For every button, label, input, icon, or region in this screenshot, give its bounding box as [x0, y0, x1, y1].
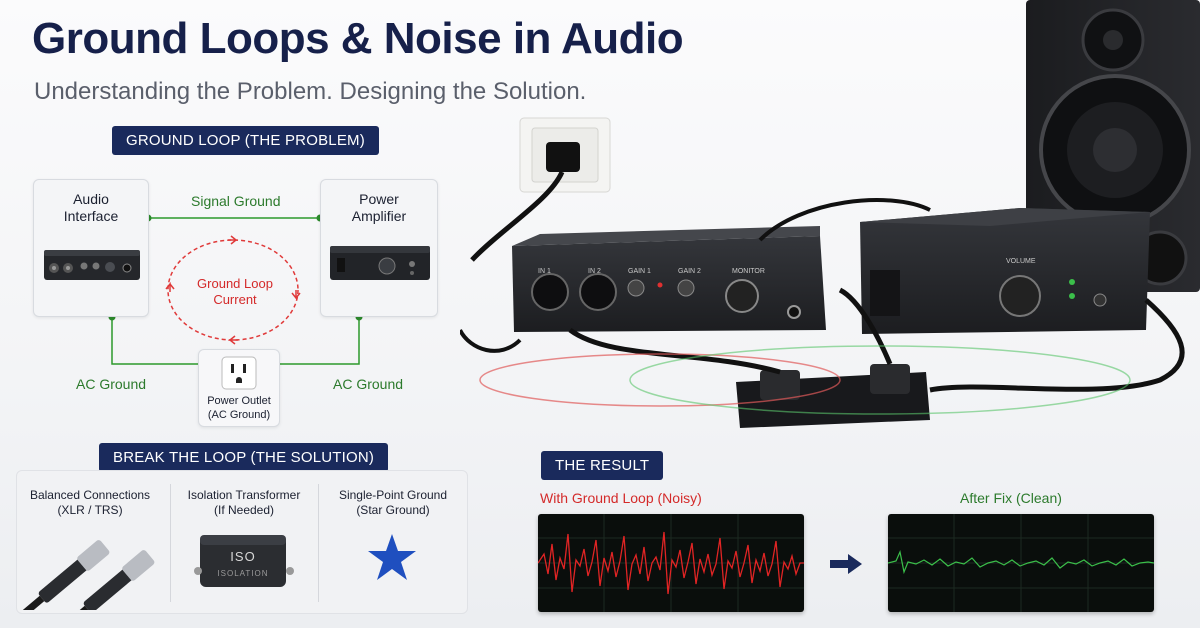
ac-ground-left-label: AC Ground — [76, 376, 147, 392]
isolation-device-subtext: ISOLATION — [217, 569, 269, 578]
arrow-right-icon — [830, 554, 862, 574]
result-heading: THE RESULT — [541, 451, 664, 480]
noisy-label: With Ground Loop (Noisy) — [540, 490, 702, 506]
photo-volume-label: VOLUME — [1006, 258, 1036, 265]
photo-in2-label: IN 2 — [588, 268, 601, 275]
ground-loop-current-label: Ground Loop Current — [197, 276, 273, 307]
power-outlet-label: Power Outlet (AC Ground) — [207, 395, 271, 421]
equipment-scene — [460, 0, 1200, 428]
power-amplifier-box: Power Amplifier — [320, 179, 438, 317]
solution-item-star-label: Single-Point Ground (Star Ground) — [338, 488, 448, 517]
problem-heading: GROUND LOOP (THE PROBLEM) — [112, 126, 379, 155]
audio-interface-box: Audio Interface — [33, 179, 149, 317]
isolation-device-text: ISO — [230, 549, 256, 564]
power-outlet-icon — [221, 356, 257, 390]
star-icon — [368, 534, 416, 580]
solution-item-transformer-label: Isolation Transformer (If Needed) — [187, 488, 301, 517]
clean-waveform — [888, 514, 1154, 612]
page-subtitle: Understanding the Problem. Designing the… — [34, 78, 587, 105]
photo-gain2-label: GAIN 2 — [678, 268, 701, 275]
clean-scope — [888, 514, 1154, 612]
page-title: Ground Loops & Noise in Audio — [32, 14, 684, 63]
clean-label: After Fix (Clean) — [960, 490, 1062, 506]
solution-heading: BREAK THE LOOP (THE SOLUTION) — [99, 443, 389, 472]
solution-divider — [170, 484, 171, 602]
ac-ground-right-label: AC Ground — [333, 376, 404, 392]
solution-divider — [318, 484, 319, 602]
power-amplifier-icon — [330, 246, 430, 280]
audio-interface-label: Audio Interface — [63, 191, 119, 224]
noisy-waveform — [538, 514, 804, 612]
noisy-scope — [538, 514, 804, 612]
power-outlet-box: Power Outlet (AC Ground) — [198, 349, 280, 427]
audio-interface-icon — [44, 250, 140, 280]
photo-in1-label: IN 1 — [538, 268, 551, 275]
power-amplifier-label: Power Amplifier — [351, 191, 407, 224]
photo-monitor-label: MONITOR — [732, 268, 765, 275]
xlr-cable-icon — [22, 540, 155, 610]
signal-ground-label: Signal Ground — [191, 193, 281, 209]
solution-item-balanced-label: Balanced Connections (XLR / TRS) — [29, 488, 151, 517]
isolation-transformer-icon: ISO ISOLATION — [194, 531, 298, 595]
photo-gain1-label: GAIN 1 — [628, 268, 651, 275]
